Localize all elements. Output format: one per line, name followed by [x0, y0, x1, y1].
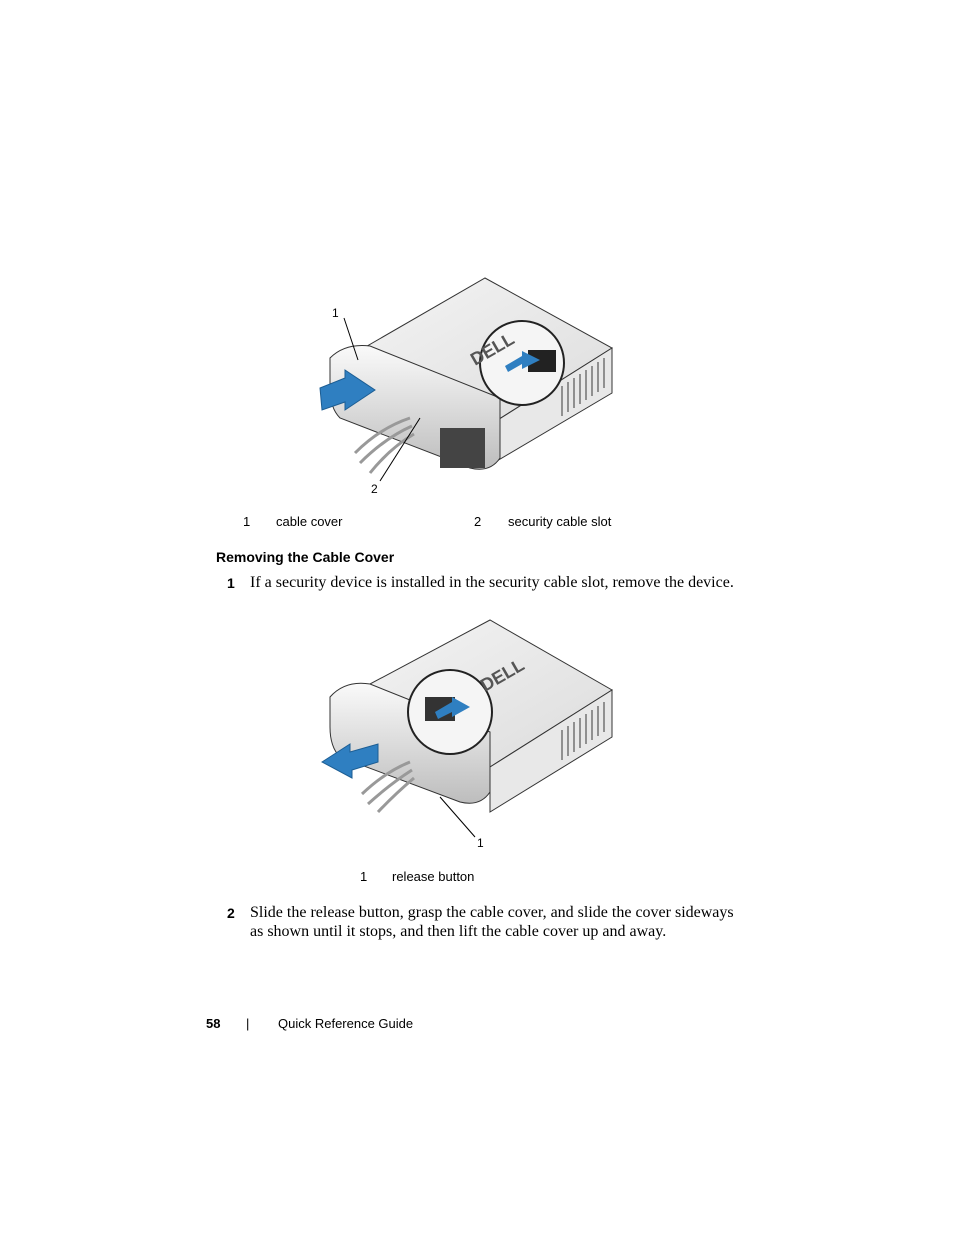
step-2-number: 2: [227, 905, 235, 921]
section-heading: Removing the Cable Cover: [216, 549, 395, 565]
legend2-num-1: 1: [360, 869, 368, 884]
slide-arrow-icon: [321, 743, 379, 779]
cable-cover: [329, 682, 491, 804]
step-1-text: If a security device is installed in the…: [250, 574, 734, 591]
legend-num-2: 2: [474, 514, 482, 529]
footer-separator: |: [246, 1016, 250, 1031]
page-number: 58: [206, 1016, 221, 1031]
computer-case-side: [489, 689, 613, 813]
figure2-callout-1: 1: [477, 836, 484, 850]
step-1-number: 1: [227, 575, 235, 591]
figure-release-button-illustration: DELL: [321, 619, 613, 838]
legend-num-1: 1: [243, 514, 251, 529]
legend-label-security-cable-slot: security cable slot: [508, 514, 612, 529]
footer-title: Quick Reference Guide: [278, 1016, 414, 1031]
step-2-text-line-1: Slide the release button, grasp the cabl…: [250, 904, 734, 921]
figure1-callout-2: 2: [371, 482, 378, 496]
step-2-text-line-2: as shown until it stops, and then lift t…: [250, 923, 667, 940]
slide-arrow-icon: [319, 369, 376, 411]
figure-cable-cover-illustration: DELL: [319, 277, 613, 482]
legend2-label-release-button: release button: [392, 869, 475, 884]
step-2-text: Slide the release button, grasp the cabl…: [250, 903, 734, 941]
legend-label-cable-cover: cable cover: [276, 514, 343, 529]
figure1-callout-1: 1: [332, 306, 339, 320]
